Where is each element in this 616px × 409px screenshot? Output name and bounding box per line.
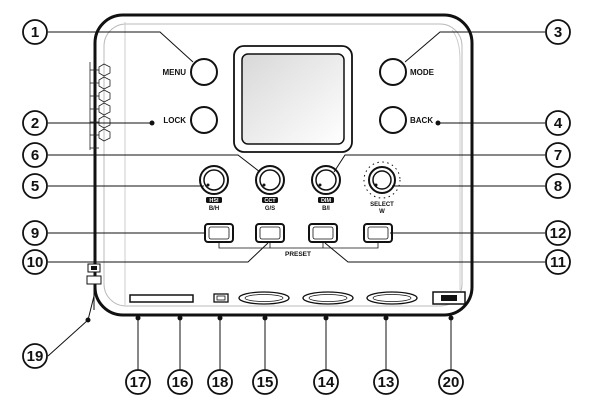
preset-button-1[interactable] — [204, 223, 234, 243]
leader-dots — [85, 120, 454, 323]
xlr-port-right — [366, 291, 418, 305]
xlr-port-left — [238, 291, 290, 305]
callout-11: 11 — [545, 249, 571, 275]
hsi-tag-bg — [206, 197, 222, 203]
callout-12: 12 — [545, 220, 571, 246]
svg-text:15: 15 — [257, 374, 274, 391]
svg-text:2: 2 — [31, 115, 39, 132]
svg-text:18: 18 — [212, 374, 229, 391]
svg-text:7: 7 — [554, 147, 562, 164]
back-button[interactable] — [379, 106, 407, 134]
svg-text:17: 17 — [130, 374, 147, 391]
svg-text:13: 13 — [378, 374, 395, 391]
mode-label: MODE — [410, 68, 435, 77]
svg-text:12: 12 — [550, 225, 567, 242]
select-knob[interactable] — [363, 161, 401, 199]
lock-label: LOCK — [163, 116, 186, 125]
card-slot — [129, 294, 194, 303]
svg-text:11: 11 — [550, 254, 566, 271]
svg-text:1: 1 — [31, 24, 39, 41]
callout-1: 1 — [22, 19, 48, 45]
callout-18: 18 — [207, 369, 233, 395]
svg-text:5: 5 — [31, 178, 39, 195]
preset-bracket — [218, 242, 379, 249]
menu-button[interactable] — [190, 58, 218, 86]
callout-14: 14 — [313, 369, 339, 395]
vent-grille — [89, 62, 111, 150]
callout-16: 16 — [167, 369, 193, 395]
svg-text:8: 8 — [554, 178, 562, 195]
dim-sub: B/I — [322, 206, 330, 212]
hsi-tag: HSI — [209, 198, 219, 204]
svg-text:16: 16 — [172, 374, 189, 391]
xlr-port-middle — [302, 291, 354, 305]
svg-text:6: 6 — [31, 147, 39, 164]
callout-15: 15 — [252, 369, 278, 395]
select-sub-w: W — [379, 209, 385, 215]
preset-button-3[interactable] — [308, 223, 338, 243]
lock-button[interactable] — [190, 106, 218, 134]
callout-2: 2 — [22, 110, 48, 136]
cct-knob[interactable] — [255, 165, 285, 195]
callout-5: 5 — [22, 173, 48, 199]
svg-text:3: 3 — [554, 24, 562, 41]
callout-4: 4 — [545, 110, 571, 136]
dim-tag: DIM — [321, 198, 332, 204]
callout-8: 8 — [545, 173, 571, 199]
mode-button[interactable] — [379, 58, 407, 86]
svg-text:10: 10 — [27, 254, 44, 271]
cct-tag-bg — [262, 197, 278, 203]
back-label: BACK — [410, 116, 433, 125]
cct-tag: CCT — [264, 198, 276, 204]
select-sub: SELECT — [370, 202, 394, 208]
callout-9: 9 — [22, 220, 48, 246]
callout-20: 20 — [438, 369, 464, 395]
menu-label: MENU — [162, 68, 186, 77]
callout-19: 19 — [22, 343, 48, 369]
dim-tag-bg — [318, 197, 334, 203]
svg-text:9: 9 — [31, 225, 39, 242]
dim-knob[interactable] — [311, 165, 341, 195]
preset-button-2[interactable] — [255, 223, 285, 243]
power-port — [432, 291, 466, 305]
callout-6: 6 — [22, 142, 48, 168]
usb-port — [213, 293, 229, 303]
callout-7: 7 — [545, 142, 571, 168]
cct-sub: G/S — [265, 206, 275, 212]
svg-text:14: 14 — [318, 374, 335, 391]
preset-button-4[interactable] — [363, 223, 393, 243]
preset-label: PRESET — [285, 251, 311, 258]
svg-text:4: 4 — [554, 115, 563, 132]
callout-17: 17 — [125, 369, 151, 395]
lcd-screen — [233, 45, 353, 153]
callout-13: 13 — [373, 369, 399, 395]
callout-3: 3 — [545, 19, 571, 45]
svg-text:20: 20 — [443, 374, 460, 391]
hsi-sub: B/H — [209, 206, 219, 212]
svg-text:19: 19 — [27, 348, 44, 365]
leader-lines — [47, 31, 545, 370]
hsi-knob[interactable] — [199, 165, 229, 195]
callout-10: 10 — [22, 249, 48, 275]
